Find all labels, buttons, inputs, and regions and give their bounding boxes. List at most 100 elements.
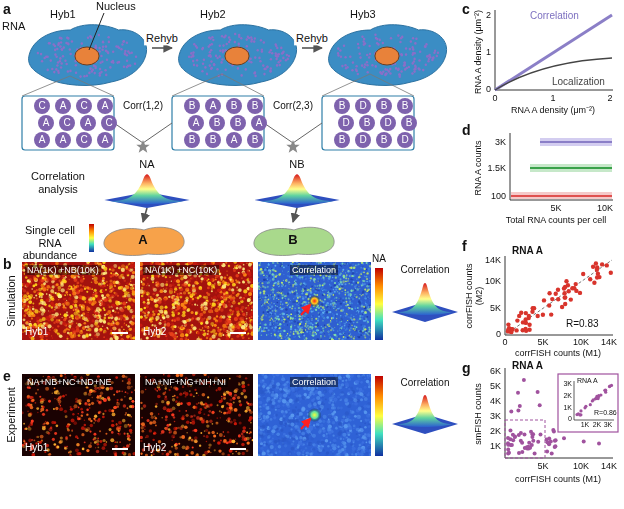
rna-dot	[285, 59, 287, 62]
cell-image: Hyb1	[22, 8, 152, 88]
rna-dot	[134, 63, 136, 66]
rna-dot	[418, 68, 420, 71]
rna-letter: A	[210, 100, 217, 112]
rna-molecule	[55, 98, 71, 114]
rna-letter: B	[235, 117, 242, 129]
tick-label: 5K	[550, 203, 561, 213]
rna-dot	[50, 59, 52, 62]
data-point	[527, 328, 531, 332]
cell-image: Hyb2	[172, 8, 302, 88]
rna-molecule	[59, 115, 75, 131]
data-point	[562, 286, 566, 290]
data-point	[506, 447, 510, 451]
rna-dot	[263, 68, 265, 71]
tick-label: 2K	[490, 426, 501, 436]
tick-label: 10K	[485, 276, 501, 286]
rna-dot	[202, 47, 204, 50]
rna-dot	[246, 45, 248, 48]
rna-dot	[59, 60, 61, 63]
colorbar	[375, 376, 383, 456]
chart-title: RNA A	[512, 360, 543, 372]
rna-dot	[400, 53, 402, 56]
data-point	[547, 303, 551, 307]
rna-dot	[129, 64, 131, 67]
stat-label: R=0.86	[594, 409, 617, 417]
rna-dot	[71, 40, 73, 43]
rna-letter: B	[252, 134, 259, 146]
rna-letter: A	[60, 100, 67, 112]
rna-letter: B	[189, 134, 196, 146]
rna-dot	[237, 67, 239, 70]
rna-dot	[405, 53, 407, 56]
rna-dot	[359, 56, 361, 59]
pointer-arrow	[301, 305, 310, 315]
rna-dot	[49, 42, 51, 45]
rna-dot	[437, 51, 439, 54]
rna-dot	[107, 52, 109, 55]
rna-dot	[397, 34, 399, 37]
correlation-peak: NA	[100, 158, 194, 208]
rna-dot	[211, 36, 213, 39]
rna-dot	[278, 53, 280, 56]
rna-dot	[209, 51, 211, 54]
rna-dot	[208, 45, 210, 48]
rna-dot	[229, 38, 231, 41]
tick-label: 14K	[485, 255, 501, 265]
node-label: NA	[100, 158, 194, 171]
rna-dot	[382, 71, 384, 74]
cell-shape: A	[98, 222, 188, 258]
series-label: Localization	[552, 76, 605, 88]
rna-molecule	[338, 115, 354, 131]
rna-letter: A	[39, 134, 46, 146]
data-point	[564, 279, 568, 283]
data-point	[574, 289, 578, 293]
rna-dot	[75, 71, 77, 74]
data-point	[556, 288, 560, 292]
rna-dot	[99, 50, 101, 53]
rna-molecule	[226, 132, 242, 148]
rna-dot	[380, 72, 382, 75]
rna-dot	[414, 64, 416, 67]
rna-dot	[425, 63, 427, 66]
rna-dot	[228, 41, 230, 44]
tick-label: 4K	[490, 396, 501, 406]
rna-dot	[225, 43, 227, 46]
data-point	[583, 406, 586, 409]
rna-molecule	[209, 115, 225, 131]
axis-title: RNA A density (μm⁻²)	[473, 10, 483, 94]
data-point	[530, 432, 534, 436]
rna-dot	[248, 60, 250, 63]
rna-dot	[192, 54, 194, 57]
tick-label: 5K	[490, 303, 501, 313]
image-caption: Correlation	[290, 377, 338, 387]
correlation-peak: NB	[250, 158, 344, 208]
rna-dot	[413, 58, 415, 61]
data-point	[524, 317, 528, 321]
axis-title: Total RNA counts per cell	[506, 215, 607, 225]
rna-dot	[67, 70, 69, 73]
axis-title: corrFISH counts (M2)	[464, 255, 485, 337]
rna-dot	[64, 59, 66, 62]
rna-dot	[361, 35, 363, 38]
rna-dot	[109, 66, 111, 69]
rna-dot	[122, 41, 124, 44]
panel-letter: e	[3, 368, 11, 384]
rna-dot	[102, 46, 104, 49]
rna-dot	[379, 39, 381, 42]
data-point	[597, 394, 600, 397]
data-point	[569, 297, 573, 301]
rna-dot	[126, 66, 128, 69]
rna-dot	[266, 66, 268, 69]
data-point	[562, 291, 566, 295]
data-point	[605, 263, 609, 267]
image-caption: NA+NF+NG+NH+NI	[143, 377, 228, 387]
rna-dot	[37, 52, 39, 55]
rna-dot	[343, 44, 345, 47]
rna-dot	[56, 64, 58, 67]
data-point	[542, 298, 546, 302]
rna-dot	[219, 44, 221, 47]
image-caption: NA(1K) +NC(10K)	[143, 265, 219, 275]
rna-dot	[41, 60, 43, 63]
image-caption: Correlation	[290, 265, 338, 275]
data-point	[563, 295, 567, 299]
